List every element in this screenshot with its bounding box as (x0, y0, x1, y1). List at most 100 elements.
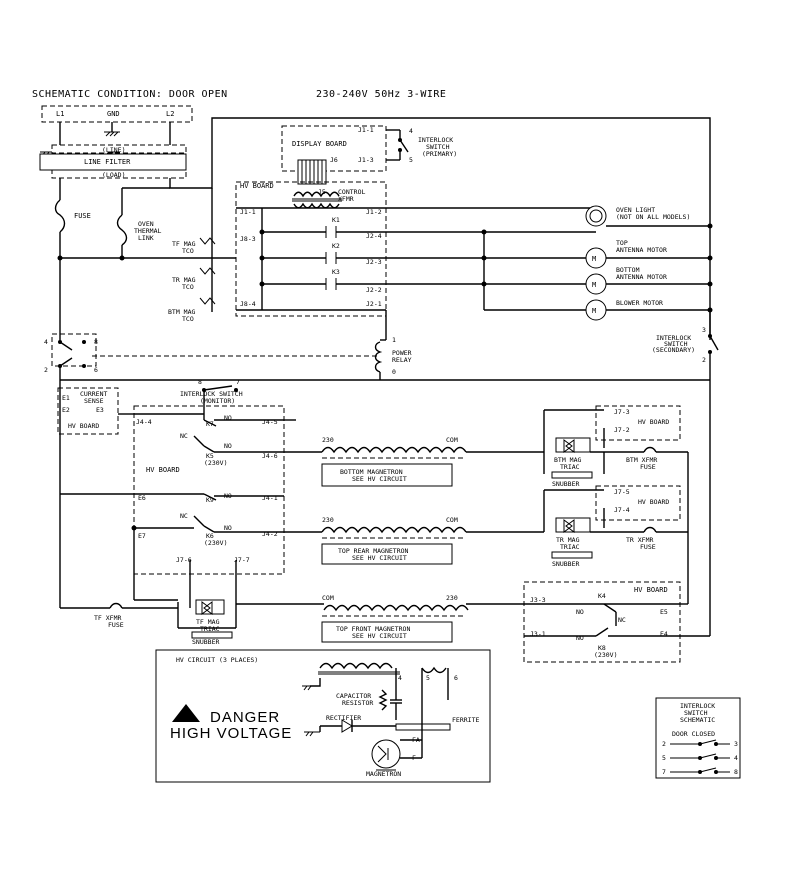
left-interlock-switch: 4 8 2 6 (44, 333, 98, 380)
monitor-t8: 8 (198, 378, 202, 386)
tf-fuse-2: FUSE (108, 621, 124, 629)
hv-rectifier: RECTIFIER (326, 714, 361, 722)
legend-title-2: SWITCH (684, 709, 708, 717)
mid-j7-7: J7-7 (234, 556, 250, 564)
line-filter: (LINE) LINE FILTER (LOAD) (39, 144, 187, 179)
tf-triac-2: TRIAC (200, 625, 220, 633)
hv-top-j2-4: J2-4 (366, 232, 382, 240)
power-relay: 1 0 POWER RELAY (374, 336, 412, 380)
btm-j7-2: J7-2 (614, 426, 630, 434)
bottom-antenna-2: ANTENNA MOTOR (616, 273, 667, 281)
btm-mag-230: 230 (322, 436, 334, 444)
mid-j4-6: J4-6 (262, 452, 278, 460)
cs-2: SENSE (84, 397, 104, 405)
ctrl-xfmr-2: XFMR (338, 195, 354, 203)
left-t4: 4 (44, 338, 48, 346)
oven-link-3: LINK (138, 234, 154, 242)
tf-snubber: SNUBBER (192, 638, 219, 646)
tr-mag-com: COM (446, 516, 458, 524)
mid-j7-6: J7-6 (176, 556, 192, 564)
oven-light-2: (NOT ON ALL MODELS) (616, 213, 690, 221)
relay-k3: K3 (332, 268, 340, 276)
tco-tr-2: TCO (182, 283, 194, 291)
primary-label-2: SWITCH (426, 143, 450, 151)
mid-k5v: (230V) (204, 459, 227, 467)
bot-j3-1: J3-1 (530, 630, 546, 638)
tco-btm-2: TCO (182, 315, 194, 323)
monitor-1: INTERLOCK SWITCH (180, 390, 243, 398)
interlock-monitor: 8 7 INTERLOCK SWITCH (MONITOR) (180, 378, 243, 405)
btm-mag-com: COM (446, 436, 458, 444)
terminal-l1: L1 (56, 110, 64, 118)
tco-group: TF MAG TCO TR MAG TCO BTM MAG TCO (168, 188, 216, 323)
tf-triac-1: TF MAG (196, 618, 220, 626)
schematic-condition: SCHEMATIC CONDITION: DOOR OPEN (32, 89, 228, 100)
line-filter-title: LINE FILTER (84, 158, 131, 166)
interlock-secondary: 3 2 INTERLOCK SWITCH (SECONDARY) (652, 310, 719, 380)
mid-e6: E6 (138, 494, 146, 502)
tf-triac: TF XFMR FUSE TF MAG TRIAC SNUBBER (60, 599, 324, 646)
hv-capacitor: CAPACITOR (336, 692, 371, 700)
hv-top-j8-4: J8-4 (240, 300, 256, 308)
tr-mag-2: SEE HV CIRCUIT (352, 554, 407, 562)
secondary-3: (SECONDARY) (652, 346, 695, 354)
hv-n4: 4 (398, 674, 402, 682)
mid-e7: E7 (138, 532, 146, 540)
tr-triac: J7-5 HV BOARD J7-4 TR MAG TRIAC SNUBBER … (543, 485, 688, 568)
hv-top-j2-2: J2-2 (366, 286, 382, 294)
tr-fuse-2: FUSE (640, 543, 656, 551)
mid-k9: K9 (206, 496, 214, 504)
mid-j4-2: J4-2 (262, 530, 278, 538)
hv-board-top: HV BOARD CONTROL XFMR J1-1 J8-3 J8-4 J1-… (235, 181, 387, 317)
mid-k6: K6 (206, 532, 214, 540)
tr-mag-1: TOP REAR MAGNETRON (338, 547, 409, 555)
hv-top-label: HV BOARD (240, 182, 274, 190)
oven-link-1: OVEN (138, 220, 154, 228)
current-sense: E1 CURRENT SENSE E2 E3 HV BOARD (57, 380, 134, 494)
btm-triac-1: BTM MAG (554, 456, 581, 464)
tr-j7-4: J7-4 (614, 506, 630, 514)
bot-k8v: (230V) (594, 651, 617, 659)
bot-no-1: NO (576, 608, 584, 616)
left-t2: 2 (44, 366, 48, 374)
btm-mag-1: BOTTOM MAGNETRON (340, 468, 403, 476)
cs-board: HV BOARD (68, 422, 99, 430)
top-rear-magnetron: 230 COM TOP REAR MAGNETRON SEE HV CIRCUI… (321, 516, 544, 565)
interlock-primary: 4 5 INTERLOCK SWITCH (PRIMARY) (386, 127, 457, 164)
cs-e3: E3 (96, 406, 104, 414)
tr-j7-5: J7-5 (614, 488, 630, 496)
bot-e4: E4 (660, 630, 668, 638)
cs-e1: E1 (62, 394, 70, 402)
line-filter-load: (LOAD) (102, 171, 125, 179)
terminal-l2: L2 (166, 110, 174, 118)
blower-motor: M BLOWER MOTOR (585, 299, 710, 321)
tr-triac-1: TR MAG (556, 536, 580, 544)
hv-ferrite: FERRITE (452, 716, 479, 724)
relay-k1: K1 (332, 216, 340, 224)
legend-subtitle: DOOR CLOSED (672, 730, 715, 738)
btm-fuse-2: FUSE (640, 463, 656, 471)
hv-resistor: RESISTOR (342, 699, 373, 707)
secondary-t2: 2 (702, 356, 706, 364)
line-filter-line: (LINE) (102, 146, 125, 154)
blower-label: BLOWER MOTOR (616, 299, 663, 307)
top-antenna-1: TOP (616, 239, 628, 247)
legend-title-3: SCHEMATIC (680, 716, 715, 724)
btm-triac-2: TRIAC (560, 463, 580, 471)
tf-fuse-1: TF XFMR (94, 614, 121, 622)
hv-board-bottom: HV BOARD J3-3 K4 E5 NO NC J3-1 NO E4 K8 … (523, 380, 711, 663)
cs-1: CURRENT (80, 390, 107, 398)
tco-tf-1: TF MAG (172, 240, 196, 248)
bot-k4: K4 (598, 592, 606, 600)
btm-snubber: SNUBBER (552, 480, 579, 488)
bottom-antenna-1: BOTTOM (616, 266, 640, 274)
hv-magnetron: MAGNETRON (366, 770, 401, 778)
hv-circuit-title: HV CIRCUIT (3 PLACES) (176, 656, 258, 664)
mid-k6v: (230V) (204, 539, 227, 547)
btm-board: HV BOARD (638, 418, 669, 426)
tco-btm-1: BTM MAG (168, 308, 195, 316)
hv-circuit: HV CIRCUIT (3 PLACES) 4 5 6 CAPACITOR RE… (155, 649, 491, 783)
bot-k8: K8 (598, 644, 606, 652)
high-voltage-text: HIGH VOLTAGE (170, 725, 292, 742)
